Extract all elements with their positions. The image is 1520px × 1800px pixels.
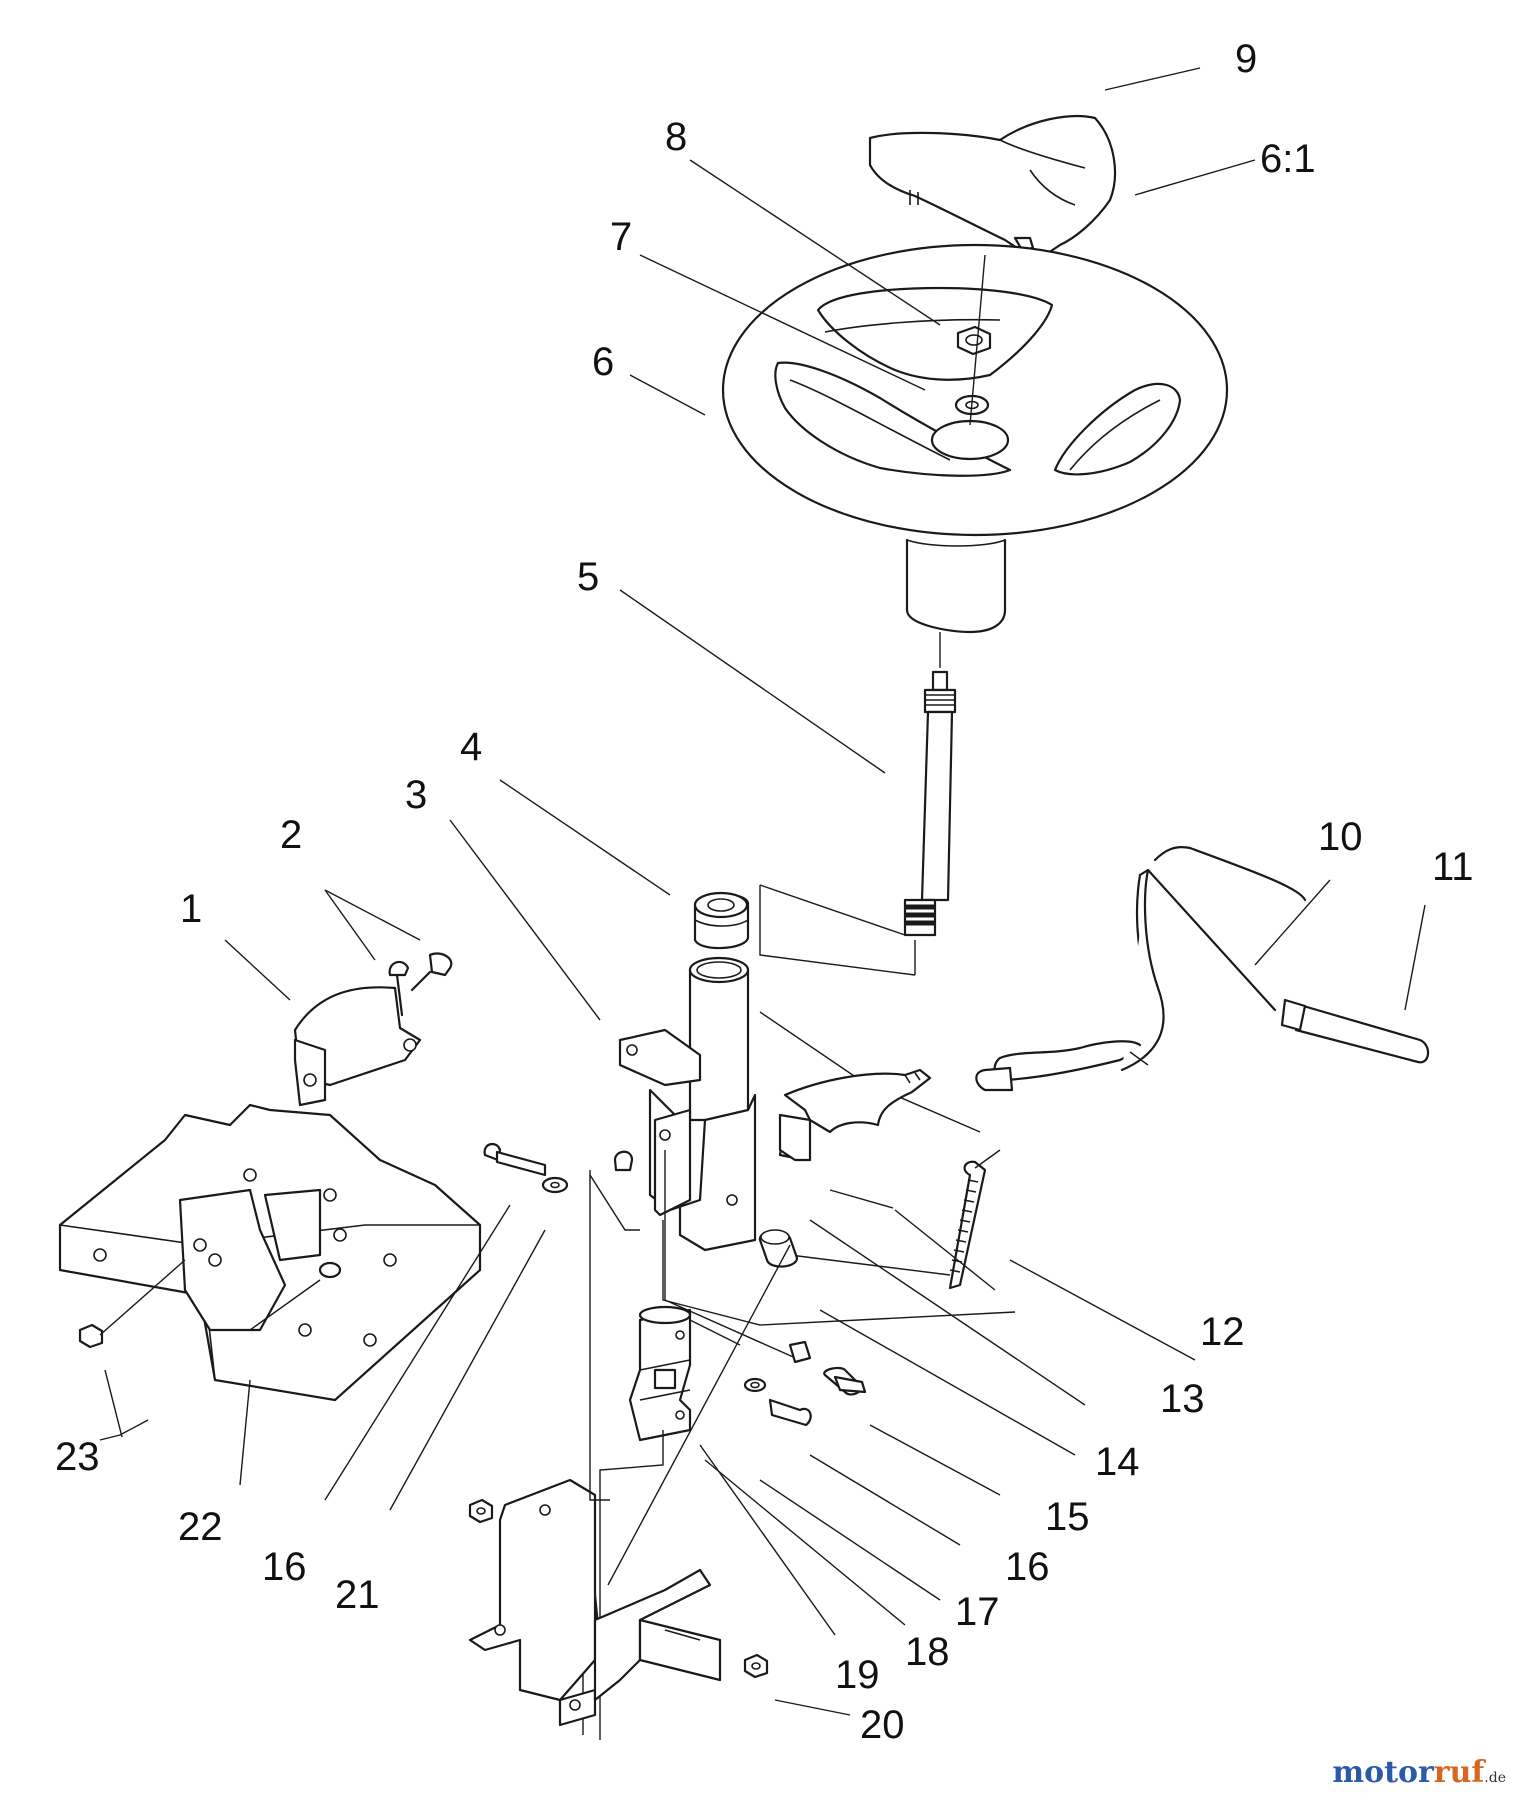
arc-bracket [778,1068,996,1291]
callout-17: 17 [955,1590,1000,1634]
callout-23: 23 [55,1435,100,1479]
callout-13: 13 [1160,1377,1205,1421]
leader-lines [99,67,1426,1716]
bolts-and-washers [689,1319,867,1427]
callout-12: 12 [1200,1310,1245,1354]
spacer [662,1220,1016,1326]
steering-column [618,956,981,1361]
left-bolts [483,1142,640,1501]
callout-4: 4 [460,725,482,769]
callout-3: 3 [405,773,427,817]
callout-6: 6 [592,340,614,384]
steering-wheel-cap [868,115,1117,257]
watermark-brand-r: r [1433,1755,1450,1790]
universal-joint [628,1305,692,1442]
callout-20: 20 [860,1703,905,1747]
callout-19: 19 [835,1653,880,1697]
steering-shaft [903,632,957,975]
callout-15: 15 [1045,1495,1090,1539]
callout-16-right: 16 [1005,1545,1050,1589]
callouts: 9 6:1 8 7 6 5 4 3 2 1 10 11 12 13 14 15 … [55,37,1474,1747]
callout-14: 14 [1095,1440,1140,1484]
left-bracket-lower [58,1103,482,1402]
callout-11: 11 [1432,845,1474,889]
steering-rod [975,846,1430,1092]
callout-10: 10 [1318,815,1363,859]
callout-7: 7 [610,215,632,259]
spring [789,1149,1001,1290]
watermark-brand-b: uf [1449,1755,1485,1790]
callout-2: 2 [280,813,302,857]
lower-shaft-bracket [468,1244,791,1740]
shaft-bushing [693,884,916,976]
callout-22: 22 [178,1505,223,1549]
left-bracket-upper [293,952,453,1107]
watermark-logo: motorruf.de [1332,1755,1506,1790]
callout-8: 8 [665,115,687,159]
callout-21: 21 [335,1573,380,1617]
callout-1: 1 [180,887,202,931]
callout-18: 18 [905,1630,950,1674]
callout-9: 9 [1235,37,1257,81]
callout-6-1: 6:1 [1260,137,1316,181]
steering-wheel [721,243,1229,634]
watermark-tld: .de [1484,1770,1506,1786]
callout-5: 5 [577,555,599,599]
watermark-brand-a: motor [1332,1755,1434,1790]
callout-16-left: 16 [262,1545,307,1589]
